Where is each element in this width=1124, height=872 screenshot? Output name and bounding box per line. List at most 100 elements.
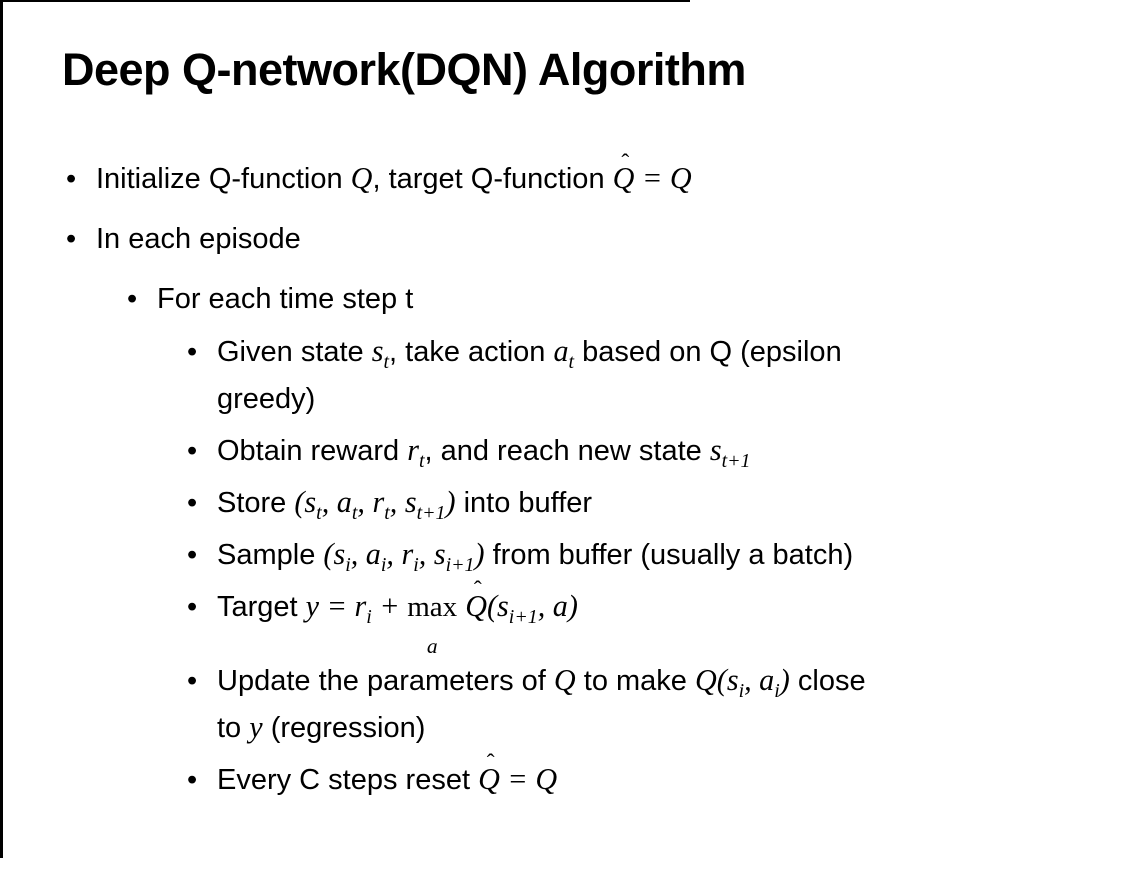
math-run: ai xyxy=(759,662,780,702)
bullet-marker-icon: • xyxy=(187,763,198,796)
text-run: Update the parameters of xyxy=(217,664,554,697)
bullet-marker-icon: • xyxy=(187,487,198,520)
math-run: , xyxy=(418,537,434,572)
bullet-text: Obtain reward rt, and reach new state st… xyxy=(217,428,1114,475)
text-run: , take action xyxy=(389,336,554,369)
slide-border-top xyxy=(0,0,690,2)
bullet-marker-icon: • xyxy=(66,163,77,196)
math-run: , xyxy=(537,589,553,623)
bullet-text: For each time step t xyxy=(157,276,1114,323)
text-run: to make xyxy=(575,664,695,697)
math-run: , xyxy=(744,662,760,697)
text-run: , and reach new state xyxy=(424,435,710,468)
math-run: y xyxy=(249,709,263,744)
bullet-item: • For each time step t xyxy=(0,276,1124,323)
math-run: ( xyxy=(487,589,498,623)
bullet-marker-icon: • xyxy=(66,223,77,256)
text-run: Initialize Q-function xyxy=(96,163,351,196)
bullet-item: • Sample (si, ai, ri, si+1) from buffer (… xyxy=(0,532,1124,579)
text-run: from buffer (usually a batch) xyxy=(484,539,854,572)
text-run: close xyxy=(789,664,866,697)
bullet-item: • In each episode xyxy=(0,216,1124,263)
math-run: ai xyxy=(365,537,387,577)
math-run: at xyxy=(553,334,575,374)
math-run: = xyxy=(499,761,536,796)
math-run: st xyxy=(371,334,390,374)
math-run: y xyxy=(305,589,320,623)
bullet-list: •Initialize Q-function Q, target Q-funct… xyxy=(0,149,1124,804)
math-run: si xyxy=(333,537,351,577)
bullet-item: •Update the parameters of Q to make Q(si… xyxy=(0,658,1124,752)
slide-border-left xyxy=(0,0,3,858)
bullet-marker-icon: • xyxy=(127,283,138,316)
bullet-text: Sample (si, ai, ri, si+1) from buffer (u… xyxy=(217,532,1114,579)
math-run: si+1 xyxy=(497,589,538,629)
text-run: Sample xyxy=(217,539,324,572)
math-run: ( xyxy=(323,537,334,572)
bullet-text: Update the parameters of Q to make Q(si,… xyxy=(217,658,1114,752)
math-run: Q xyxy=(350,161,373,196)
math-run: = xyxy=(319,589,355,623)
math-run: rt xyxy=(407,433,425,473)
math-run: , xyxy=(357,485,373,520)
bullet-text: Store (st, at, rt, st+1) into buffer xyxy=(217,480,1114,527)
math-run: at xyxy=(336,485,358,525)
text-run: Every C steps reset xyxy=(217,763,479,796)
bullet-item: • Initialize Q-function Q, target Q-funct… xyxy=(0,149,1124,203)
text-run: (regression) xyxy=(262,711,426,744)
text-run: to xyxy=(217,711,250,744)
slide-title: Deep Q-network(DQN) Algorithm xyxy=(62,44,746,95)
math-run: , xyxy=(321,485,337,520)
math-run: ) xyxy=(445,485,456,520)
bullet-marker-icon: • xyxy=(187,435,198,468)
math-run: ) xyxy=(567,589,578,623)
text-run: Store xyxy=(217,487,295,520)
math-run: Q xyxy=(553,662,576,697)
hat-accent: ˆ xyxy=(486,750,495,777)
math-run: rt xyxy=(372,485,390,525)
text-run: For each time step t xyxy=(157,283,414,316)
math-run: = xyxy=(634,161,670,196)
math-run: , xyxy=(386,537,402,572)
math-run: , xyxy=(389,485,405,520)
math-run: , xyxy=(350,537,366,572)
math-run: si xyxy=(726,662,745,702)
math-run: ) xyxy=(779,662,790,697)
bullet-text: Given state st, take action at based on … xyxy=(217,329,1114,423)
math-run: ( xyxy=(716,662,727,697)
bullet-marker-icon: • xyxy=(187,336,198,369)
bullet-marker-icon: • xyxy=(187,664,198,697)
math-run: st+1 xyxy=(404,485,446,525)
math-run: ( xyxy=(294,485,305,520)
hat-accent: ˆ xyxy=(621,149,630,176)
text-run: , target Q-function xyxy=(372,163,613,196)
bullet-item: • Obtain reward rt, and reach new state s… xyxy=(0,428,1124,475)
math-run: + xyxy=(371,589,408,623)
bullet-text: Initialize Q-function Q, target Q-functi… xyxy=(96,149,1114,203)
hat-accent: ˆ xyxy=(473,577,482,604)
text-run xyxy=(457,591,465,623)
text-run: Obtain reward xyxy=(217,435,408,468)
bullet-text: In each episode xyxy=(96,216,1114,263)
math-run: Q xyxy=(694,662,717,697)
text-run: Given state xyxy=(217,336,372,369)
math-run: ri xyxy=(354,589,372,629)
math-run: si+1 xyxy=(433,537,475,577)
math-run: ri xyxy=(401,537,419,577)
bullet-item: • Store (st, at, rt, st+1) into buffer xyxy=(0,480,1124,527)
bullet-marker-icon: • xyxy=(187,539,198,572)
bullet-item: • Given state st, take action at based on… xyxy=(0,329,1124,423)
text-run: based on Q (epsilon xyxy=(574,336,842,369)
bullet-marker-icon: • xyxy=(187,591,198,623)
text-run: In each episode xyxy=(96,223,301,256)
math-run: st+1 xyxy=(709,433,751,473)
text-run: Target xyxy=(217,591,306,623)
